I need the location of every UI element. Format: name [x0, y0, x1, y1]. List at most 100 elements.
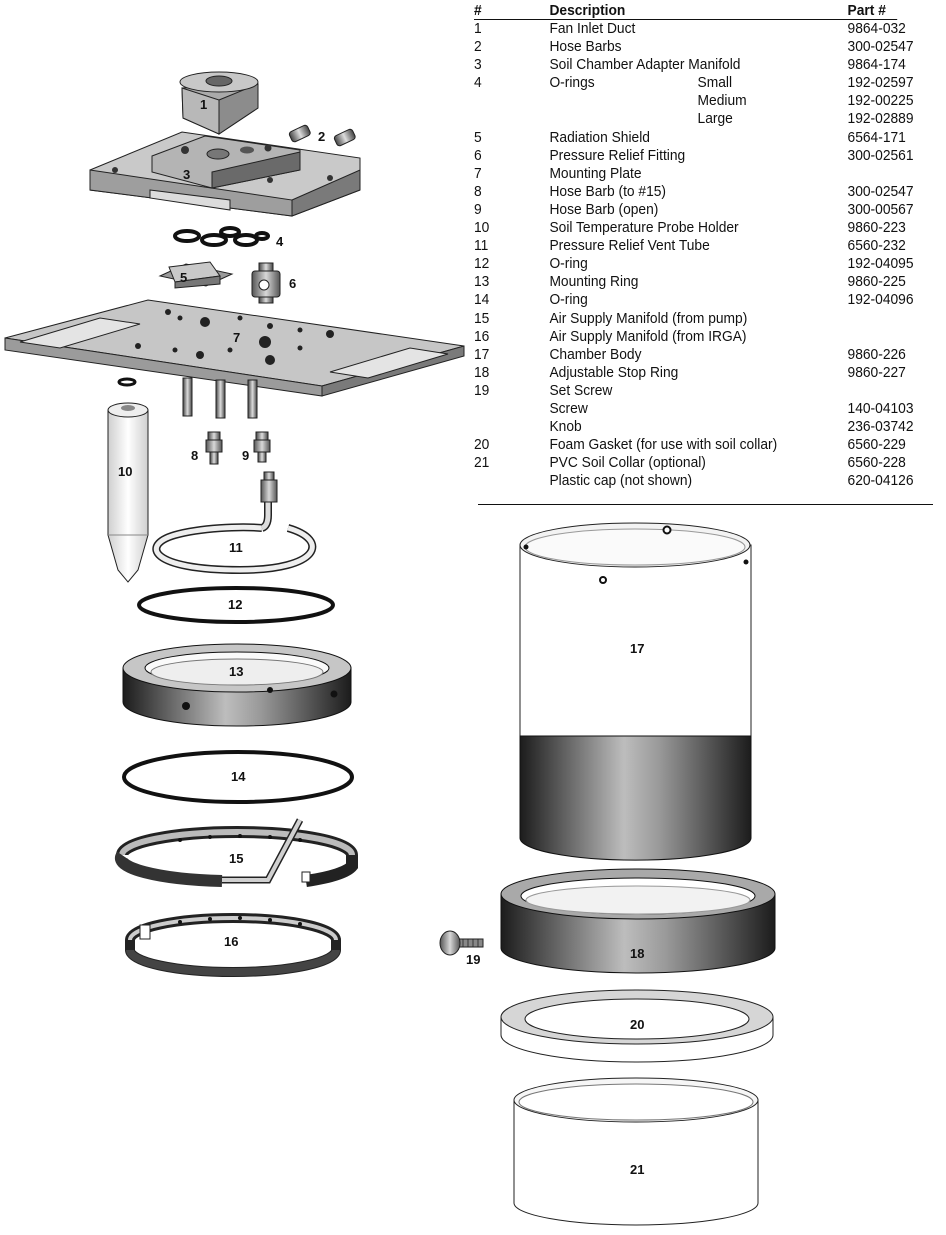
row-number: 6: [474, 146, 482, 164]
row-description: Pressure Relief Vent Tube: [549, 237, 710, 255]
row-part-number: 192-04096: [847, 291, 914, 309]
table-row: Large 192-02889: [474, 110, 914, 128]
fan-inlet-duct: [179, 71, 259, 135]
row-number: 17: [474, 345, 490, 363]
row-part-number: 192-00225: [847, 92, 914, 110]
header-number: #: [474, 2, 482, 19]
table-row: 13 Mounting Ring 9860-225: [474, 273, 906, 291]
row-description: Soil Temperature Probe Holder: [549, 219, 739, 237]
callout-10: 10: [118, 464, 132, 479]
soil-chamber-adapter-manifold: [89, 131, 361, 217]
table-row: 20 Foam Gasket (for use with soil collar)…: [474, 436, 906, 454]
header-part-number: Part #: [847, 2, 886, 19]
o-rings: [173, 226, 270, 247]
air-supply-manifold-irga: [125, 913, 341, 977]
row-description: Pressure Relief Fitting: [549, 146, 686, 164]
callout-16: 16: [224, 934, 238, 949]
row-part-number: 300-00567: [847, 200, 914, 218]
row-part-number: 620-04126: [847, 472, 914, 490]
header-description: Description: [549, 2, 626, 19]
table-row: 6 Pressure Relief Fitting 300-02561: [474, 146, 914, 165]
row-description: Air Supply Manifold (from IRGA): [549, 327, 747, 345]
row-description: Mounting Ring: [549, 273, 639, 291]
o-ring-14: [122, 750, 354, 804]
callout-13: 13: [229, 664, 243, 679]
row-description: Knob: [549, 418, 582, 436]
row-description: Adjustable Stop Ring: [549, 363, 679, 381]
row-size: Large: [697, 110, 733, 128]
row-description: Air Supply Manifold (from pump): [549, 309, 748, 327]
foam-gasket: [500, 989, 774, 1063]
callout-19: 19: [466, 952, 480, 967]
callout-11: 11: [229, 540, 243, 555]
row-part-number: 6564-171: [847, 128, 906, 146]
row-part-number: 300-02561: [847, 146, 914, 164]
callout-17: 17: [630, 641, 644, 656]
callout-12: 12: [228, 597, 242, 612]
pressure-relief-vent-tube: [152, 471, 317, 575]
callout-15: 15: [229, 851, 243, 866]
callout-5: 5: [180, 270, 187, 285]
table-row: Plastic cap (not shown) 620-04126: [474, 472, 913, 490]
table-header: # Description Part #: [474, 2, 898, 20]
row-size: Medium: [697, 92, 747, 110]
callout-1: 1: [200, 97, 207, 112]
table-row: Knob 236-03742: [474, 418, 913, 436]
callout-14: 14: [231, 769, 246, 784]
table-row: Medium 192-00225: [474, 92, 914, 110]
row-description: O-rings: [549, 74, 595, 92]
row-number: 12: [474, 255, 490, 273]
chamber-body: [519, 522, 752, 861]
callout-9: 9: [242, 448, 249, 463]
table-row: 15 Air Supply Manifold (from pump): [474, 310, 897, 328]
row-number: 11: [474, 237, 489, 255]
row-number: 1: [474, 20, 482, 37]
row-number: 3: [474, 56, 482, 74]
row-part-number: 6560-229: [847, 436, 906, 454]
row-description: Soil Chamber Adapter Manifold: [549, 56, 741, 74]
hose-barb-9: [253, 431, 271, 463]
mounting-ring: [122, 643, 352, 727]
row-description: Plastic cap (not shown): [549, 472, 693, 490]
row-description: Foam Gasket (for use with soil collar): [549, 436, 778, 454]
pvc-soil-collar: [513, 1077, 759, 1226]
row-part-number: 192-02889: [847, 110, 914, 128]
row-part-number: 300-02547: [847, 38, 914, 56]
row-number: 19: [474, 381, 490, 399]
row-number: 14: [474, 291, 490, 309]
row-number: 8: [474, 182, 482, 200]
row-number: 7: [474, 164, 482, 182]
row-part-number: 9860-225: [847, 273, 906, 291]
row-description: Radiation Shield: [549, 128, 650, 146]
row-description: Chamber Body: [549, 345, 642, 363]
row-number: 13: [474, 273, 490, 291]
row-number: 20: [474, 436, 490, 454]
pressure-relief-fitting: [251, 262, 281, 304]
row-number: 21: [474, 454, 490, 472]
row-number: 5: [474, 128, 482, 146]
row-description: Fan Inlet Duct: [549, 20, 636, 37]
row-part-number: 192-02597: [847, 74, 914, 92]
row-description: PVC Soil Collar (optional): [549, 454, 706, 472]
soil-temperature-probe-holder: [107, 402, 149, 583]
set-screw: [439, 930, 484, 956]
row-number: 15: [474, 309, 490, 327]
row-part-number: 300-02547: [847, 182, 914, 200]
callout-3: 3: [183, 167, 190, 182]
row-part-number: 236-03742: [847, 418, 914, 436]
row-number: 2: [474, 38, 482, 56]
row-number: 9: [474, 200, 482, 218]
callout-8: 8: [191, 448, 198, 463]
